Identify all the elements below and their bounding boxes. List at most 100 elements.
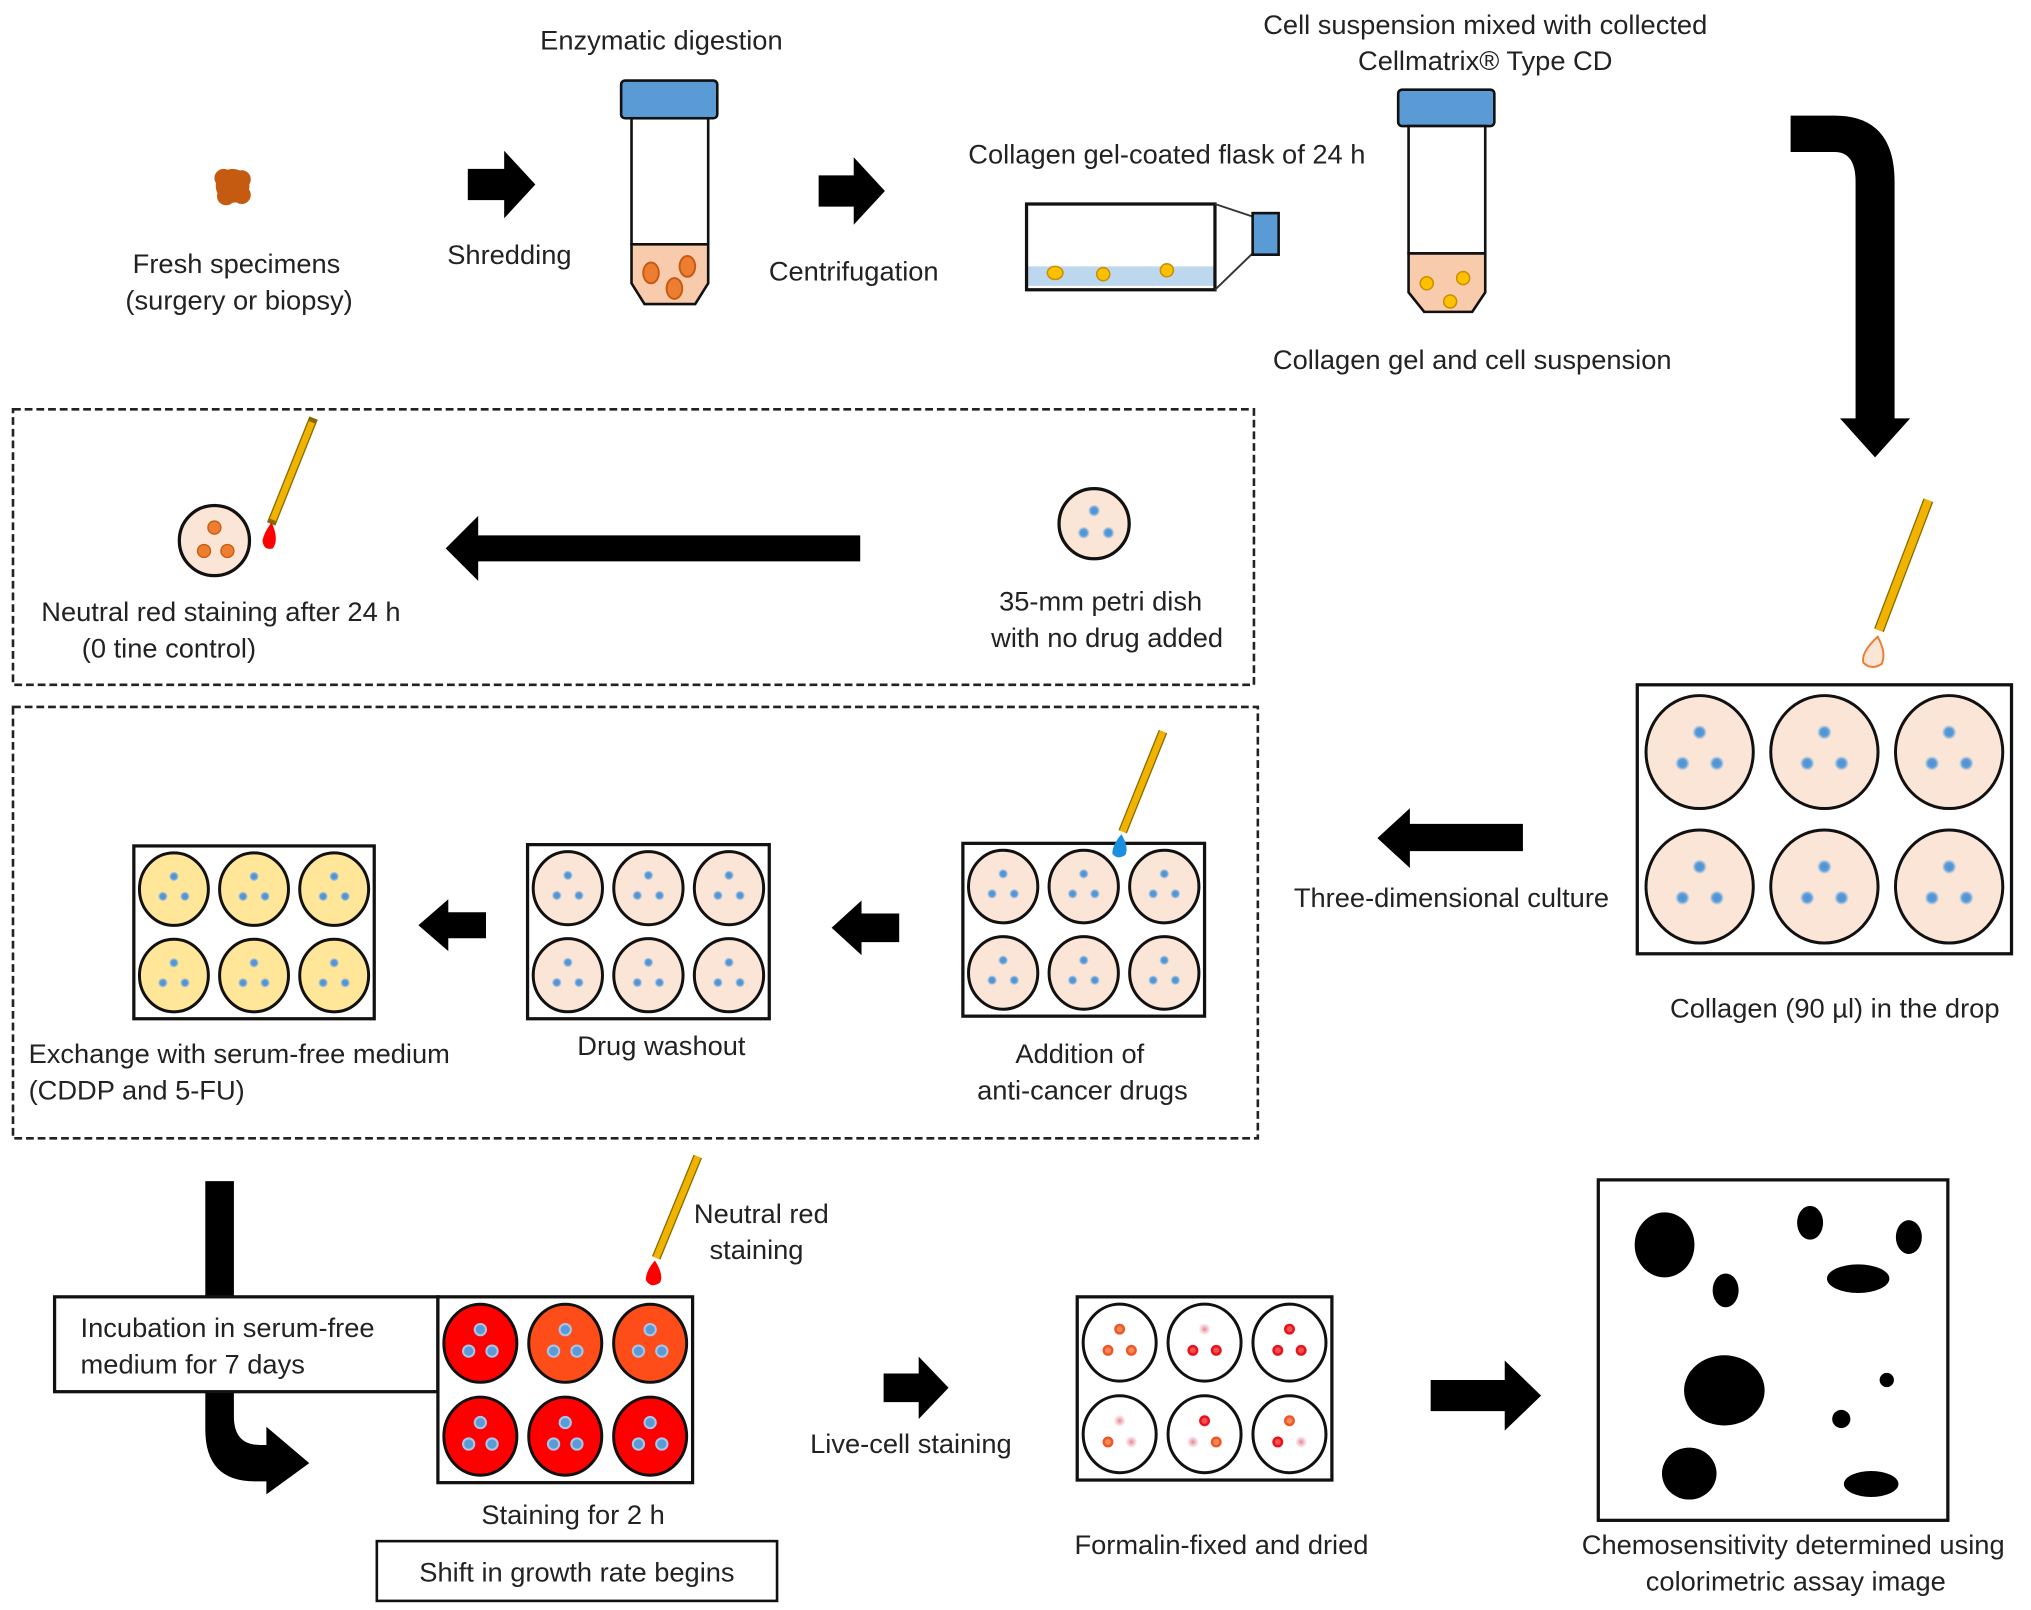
label-incubation-1: Incubation in serum-free — [81, 1312, 375, 1343]
centrifuge-tube-icon — [619, 79, 719, 306]
label-fresh-specimens-2: (surgery or biopsy) — [125, 284, 352, 315]
cell — [1089, 888, 1100, 899]
cell — [1709, 890, 1724, 905]
arrow-right-icon — [818, 157, 885, 225]
cell — [158, 891, 168, 902]
label-shift-growth: Shift in growth rate begins — [419, 1556, 734, 1587]
cell — [1125, 1436, 1137, 1448]
cell — [1170, 888, 1181, 899]
cell — [329, 871, 339, 882]
cell — [1800, 756, 1815, 771]
cell — [158, 977, 168, 988]
cell — [318, 977, 328, 988]
cell — [562, 870, 573, 881]
label-collagen-gel-suspension: Collagen gel and cell suspension — [1273, 344, 1672, 375]
label-neutral-red-24h-2: (0 tine control) — [82, 633, 256, 664]
cell — [249, 958, 259, 968]
cell — [724, 957, 734, 968]
well — [612, 1395, 689, 1477]
pipette-icon — [645, 1154, 702, 1286]
pipette-icon — [1862, 498, 1934, 668]
well — [1166, 1302, 1243, 1383]
arrow-right-icon — [1430, 1360, 1542, 1431]
well — [1128, 848, 1201, 925]
cell — [1159, 868, 1170, 879]
cell — [1675, 890, 1690, 905]
cell — [998, 868, 1009, 879]
well — [218, 851, 290, 927]
bent-arrow-right-icon — [205, 1181, 310, 1495]
cell — [1834, 890, 1849, 905]
well — [442, 1395, 519, 1477]
cell — [169, 958, 179, 968]
cell — [713, 977, 723, 988]
label-addition-drugs-1: Addition of — [1015, 1038, 1144, 1069]
arrow-left-icon — [831, 900, 900, 956]
well — [1769, 694, 1880, 811]
label-fresh-specimens-1: Fresh specimens — [133, 248, 341, 279]
well — [1251, 1302, 1328, 1383]
label-cell-suspension-1: Cell suspension mixed with collected — [1263, 9, 1707, 40]
cell — [735, 977, 745, 988]
cell — [249, 871, 259, 882]
cell — [340, 891, 351, 902]
well — [967, 848, 1040, 925]
cell — [562, 957, 573, 968]
arrow-left-icon — [1377, 808, 1523, 869]
cell — [1199, 1323, 1211, 1335]
well — [1644, 694, 1755, 811]
well — [1769, 828, 1880, 945]
six-well-plate-formalin-fixed — [1075, 1295, 1334, 1482]
cell — [1067, 888, 1078, 899]
well — [298, 937, 371, 1014]
label-shredding: Shredding — [447, 239, 571, 270]
cell — [1148, 975, 1159, 986]
tissue-specimen-icon — [214, 168, 251, 206]
well — [692, 850, 766, 927]
cell — [340, 977, 351, 988]
cell — [632, 977, 643, 988]
cell — [1009, 888, 1020, 899]
label-incubation-2: medium for 7 days — [81, 1349, 305, 1380]
cell — [329, 958, 339, 968]
centrifuge-tube-icon — [1396, 88, 1496, 314]
cell — [1170, 975, 1181, 986]
label-neutral-red-24h-1: Neutral red staining after 24 h — [41, 596, 400, 627]
cell — [1959, 890, 1974, 905]
well — [1047, 848, 1120, 925]
cell — [643, 870, 654, 881]
well — [137, 851, 210, 927]
well — [967, 935, 1040, 1011]
cell — [180, 891, 190, 902]
cell — [1924, 890, 1939, 905]
well — [692, 937, 766, 1014]
cell — [1114, 1415, 1126, 1427]
stained-petri-dish-icon — [177, 503, 252, 578]
control-section-box — [11, 408, 1256, 687]
cell — [180, 977, 190, 988]
cell — [1187, 1436, 1199, 1448]
well — [1081, 1302, 1158, 1383]
well — [1251, 1394, 1328, 1475]
cell — [1942, 859, 1957, 874]
well — [1081, 1394, 1158, 1475]
arrow-right-icon — [467, 150, 536, 219]
pipette-icon — [1112, 729, 1168, 858]
cell — [1078, 868, 1089, 879]
cell — [1078, 955, 1089, 966]
six-well-plate-serum-free — [132, 844, 376, 1021]
cell — [654, 977, 665, 988]
well — [1644, 828, 1755, 945]
label-formalin-fixed: Formalin-fixed and dried — [1074, 1529, 1368, 1560]
label-live-cell-staining: Live-cell staining — [810, 1428, 1012, 1459]
cell — [574, 890, 584, 901]
well — [1894, 828, 2005, 945]
cell — [1692, 725, 1707, 740]
label-petri-dish-2: with no drug added — [990, 622, 1223, 653]
drug-treatment-section-box — [11, 705, 1260, 1140]
cell — [1800, 890, 1815, 905]
label-three-dimensional-culture: Three-dimensional culture — [1294, 882, 1609, 913]
arrow-left-icon — [418, 899, 486, 952]
six-well-plate-washout — [525, 843, 771, 1021]
